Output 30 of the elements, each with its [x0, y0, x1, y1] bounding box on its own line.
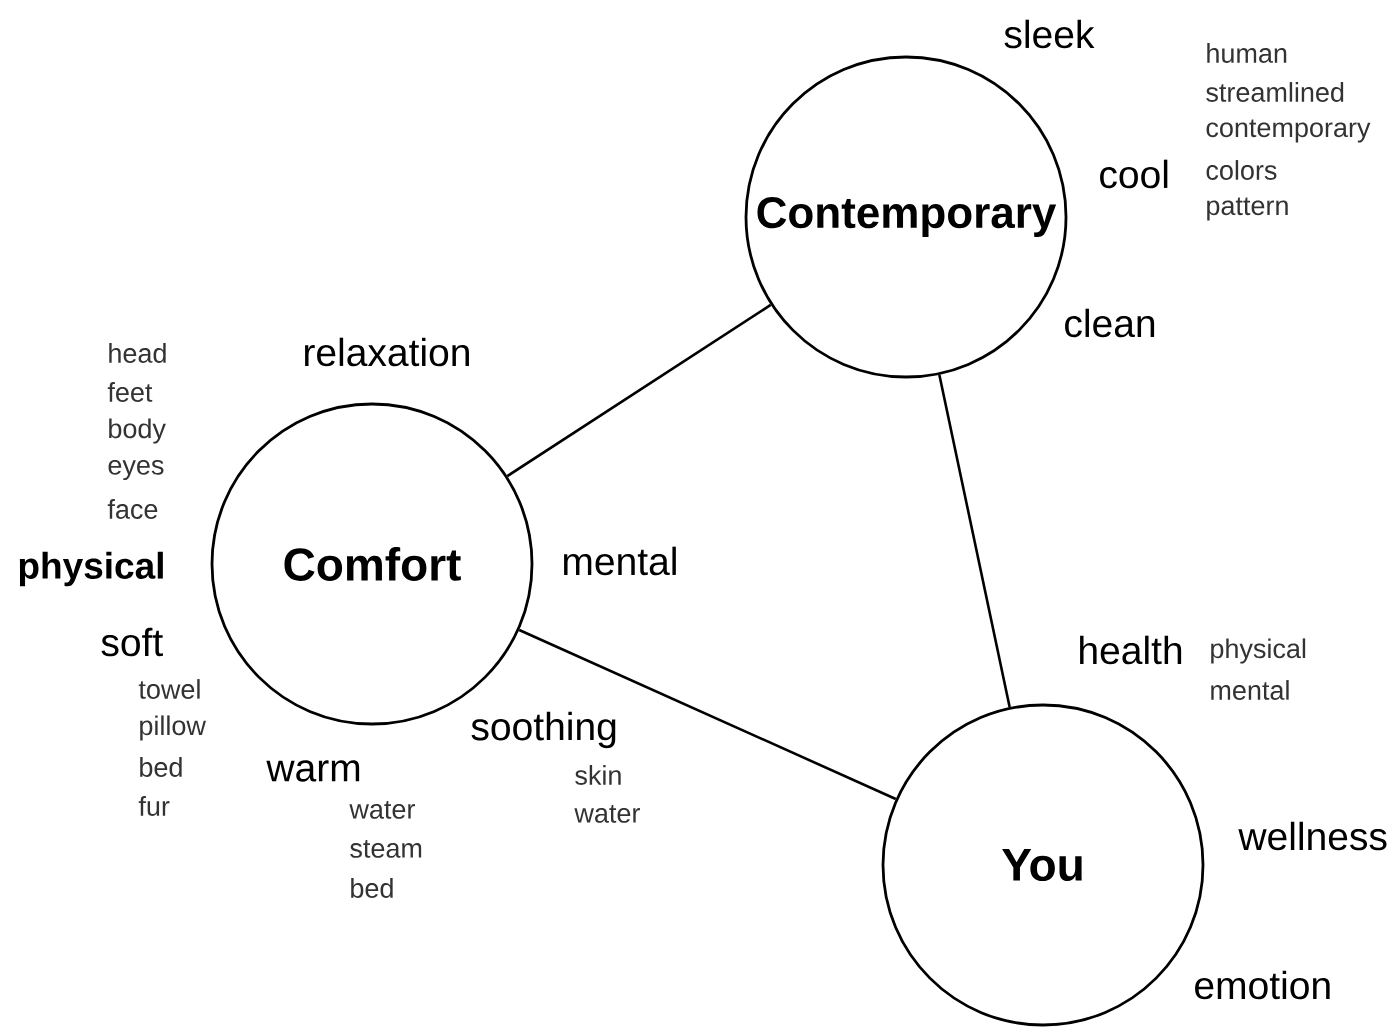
keyword: fur — [138, 796, 170, 816]
keyword: water — [574, 805, 640, 823]
keyword: warm — [266, 760, 360, 782]
keyword: eyes — [108, 459, 164, 481]
keyword: pillow — [140, 715, 206, 741]
keyword: physical — [1211, 638, 1306, 664]
keyword: feet — [107, 382, 153, 402]
keyword: bed — [140, 757, 182, 777]
keyword: relaxation — [305, 337, 469, 367]
keyword: human — [1207, 43, 1287, 63]
keyword: physical — [19, 551, 163, 587]
keyword: health — [1080, 635, 1182, 665]
keyword: bed — [351, 878, 393, 898]
keyword: face — [107, 499, 158, 519]
keyword: head — [109, 343, 166, 363]
keyword: streamlined — [1206, 82, 1344, 102]
keyword: mental — [1211, 680, 1289, 700]
keyword: soft — [101, 627, 163, 657]
connector-line — [938, 374, 1011, 708]
connector-line — [506, 303, 772, 478]
keyword: pattern — [1207, 197, 1288, 221]
keyword: clean — [1065, 308, 1155, 338]
keyword: skin — [575, 765, 621, 785]
keyword: contemporary — [1206, 119, 1371, 143]
keyword: body — [109, 418, 166, 444]
keyword: steam — [350, 840, 422, 858]
keyword: water — [349, 801, 415, 819]
keyword: sleek — [1004, 19, 1095, 49]
connector-line — [518, 628, 897, 801]
keyword: colors — [1206, 160, 1277, 180]
